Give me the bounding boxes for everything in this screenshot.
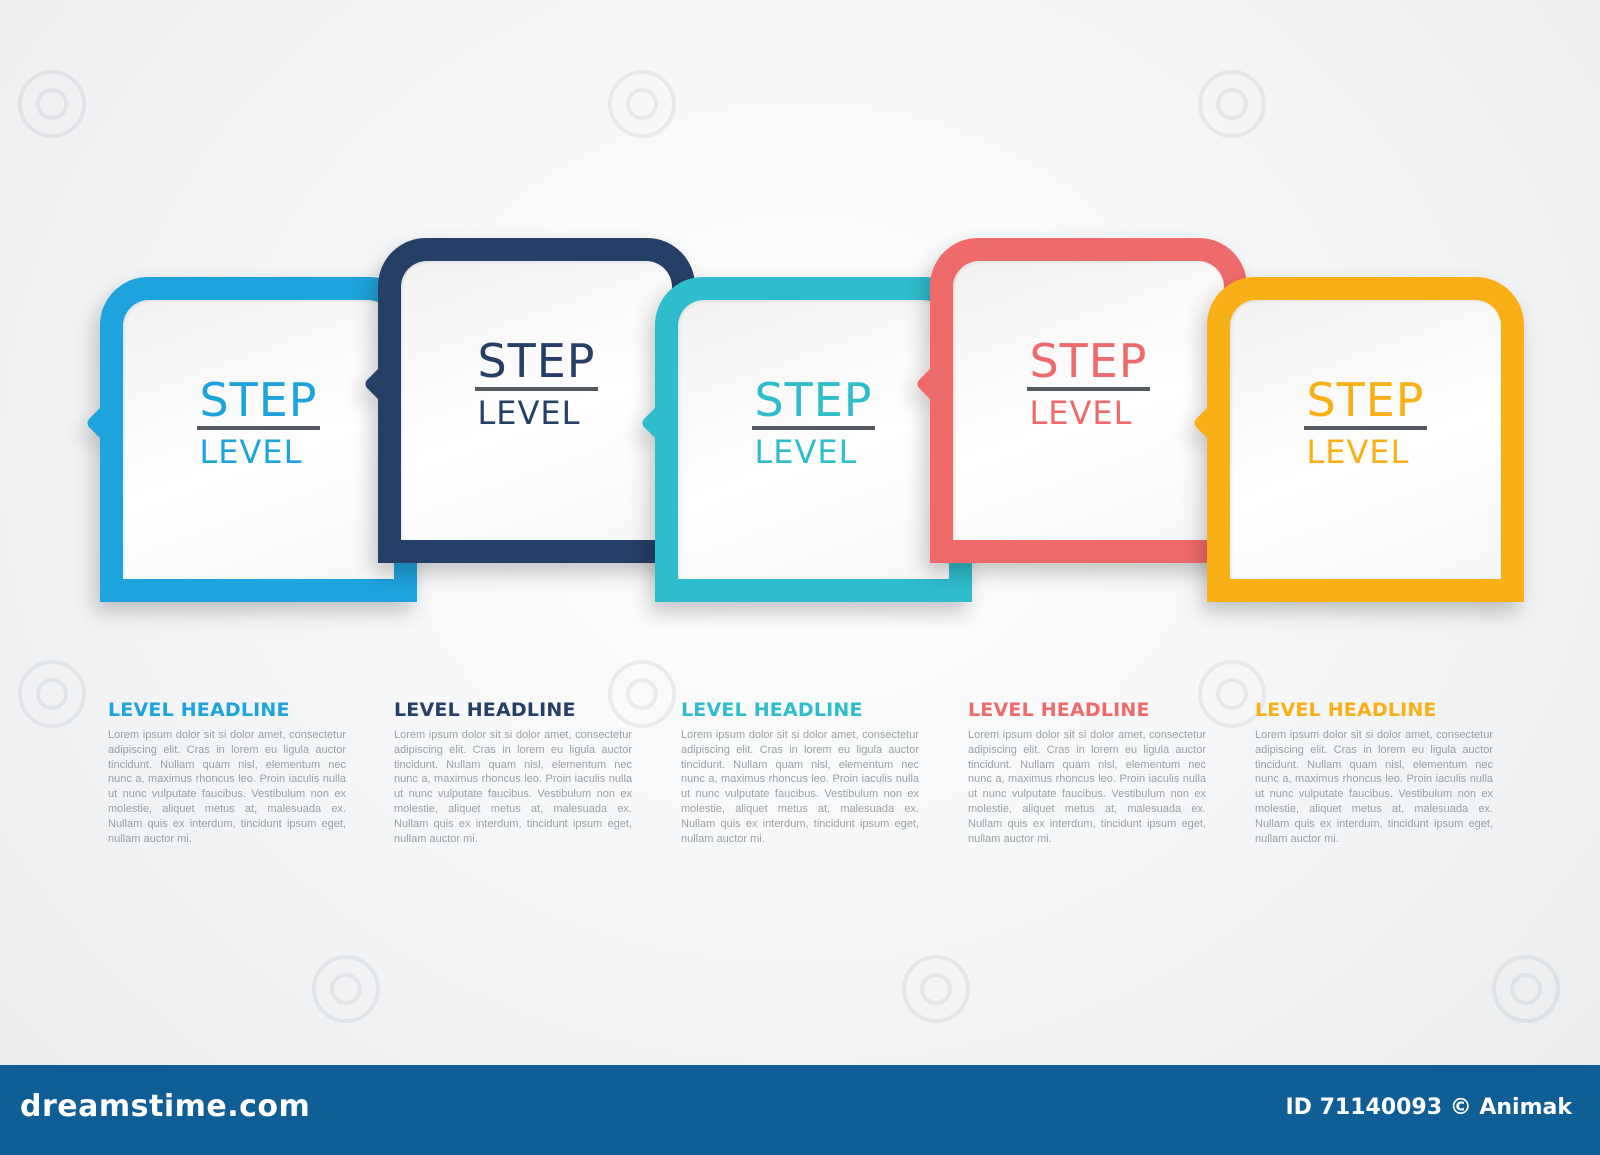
level-description: Lorem ipsum dolor sit si dolor amet, con… xyxy=(681,729,919,845)
step-card xyxy=(123,300,394,579)
step-subtitle: LEVEL xyxy=(199,433,303,471)
step-label: STEP LEVEL xyxy=(100,377,417,470)
level-description: Lorem ipsum dolor sit si dolor amet, con… xyxy=(1255,729,1493,845)
step-subtitle: LEVEL xyxy=(1029,394,1133,432)
level-headline: LEVEL HEADLINE xyxy=(108,699,290,721)
step-title: STEP xyxy=(477,334,596,388)
image-credit: ID 71140093 © Animak xyxy=(1285,1095,1572,1120)
level-headline: LEVEL HEADLINE xyxy=(968,699,1150,721)
watermark-logo xyxy=(1198,660,1266,728)
step-box-1: STEP LEVEL xyxy=(85,277,417,602)
step-divider xyxy=(1027,387,1150,391)
stock-site-logo[interactable]: dreamstime.com xyxy=(20,1089,311,1124)
level-column-1: LEVEL HEADLINE Lorem ipsum dolor sit si … xyxy=(108,698,346,846)
step-box-5: STEP LEVEL xyxy=(1192,277,1524,602)
watermark-logo xyxy=(1198,70,1266,138)
step-title: STEP xyxy=(199,373,318,427)
step-box-3: STEP LEVEL xyxy=(640,277,972,602)
step-label: STEP LEVEL xyxy=(930,338,1247,431)
level-headline: LEVEL HEADLINE xyxy=(394,699,576,721)
level-headline: LEVEL HEADLINE xyxy=(1255,699,1437,721)
level-column-3: LEVEL HEADLINE Lorem ipsum dolor sit si … xyxy=(681,698,919,846)
step-label: STEP LEVEL xyxy=(655,377,972,470)
watermark-logo xyxy=(18,660,86,728)
step-subtitle: LEVEL xyxy=(477,394,581,432)
step-title: STEP xyxy=(1306,373,1425,427)
level-description: Lorem ipsum dolor sit si dolor amet, con… xyxy=(394,729,632,845)
watermark-logo xyxy=(902,955,970,1023)
watermark-logo xyxy=(608,660,676,728)
watermark-logo xyxy=(1492,955,1560,1023)
level-description: Lorem ipsum dolor sit si dolor amet, con… xyxy=(968,729,1206,845)
level-description: Lorem ipsum dolor sit si dolor amet, con… xyxy=(108,729,346,845)
step-label: STEP LEVEL xyxy=(378,338,695,431)
step-divider xyxy=(197,426,320,430)
watermark-logo xyxy=(312,955,380,1023)
step-subtitle: LEVEL xyxy=(754,433,858,471)
level-headline: LEVEL HEADLINE xyxy=(681,699,863,721)
step-title: STEP xyxy=(1029,334,1148,388)
step-box-2: STEP LEVEL xyxy=(363,238,695,563)
watermark-logo xyxy=(18,70,86,138)
step-subtitle: LEVEL xyxy=(1306,433,1410,471)
step-title: STEP xyxy=(754,373,873,427)
step-card xyxy=(678,300,949,579)
step-card xyxy=(401,261,672,540)
step-card xyxy=(1230,300,1501,579)
step-diagram: STEP LEVEL STEP LEVEL STEP LEVEL xyxy=(18,70,1560,1023)
step-divider xyxy=(752,426,875,430)
step-divider xyxy=(475,387,598,391)
watermark-logo xyxy=(608,70,676,138)
step-box-4: STEP LEVEL xyxy=(915,238,1247,563)
step-divider xyxy=(1304,426,1427,430)
stock-footer-bar: dreamstime.com ID 71140093 © Animak xyxy=(0,1065,1600,1155)
level-column-2: LEVEL HEADLINE Lorem ipsum dolor sit si … xyxy=(394,698,632,846)
step-label: STEP LEVEL xyxy=(1207,377,1524,470)
level-column-4: LEVEL HEADLINE Lorem ipsum dolor sit si … xyxy=(968,698,1206,846)
step-card xyxy=(953,261,1224,540)
level-column-5: LEVEL HEADLINE Lorem ipsum dolor sit si … xyxy=(1255,698,1493,846)
